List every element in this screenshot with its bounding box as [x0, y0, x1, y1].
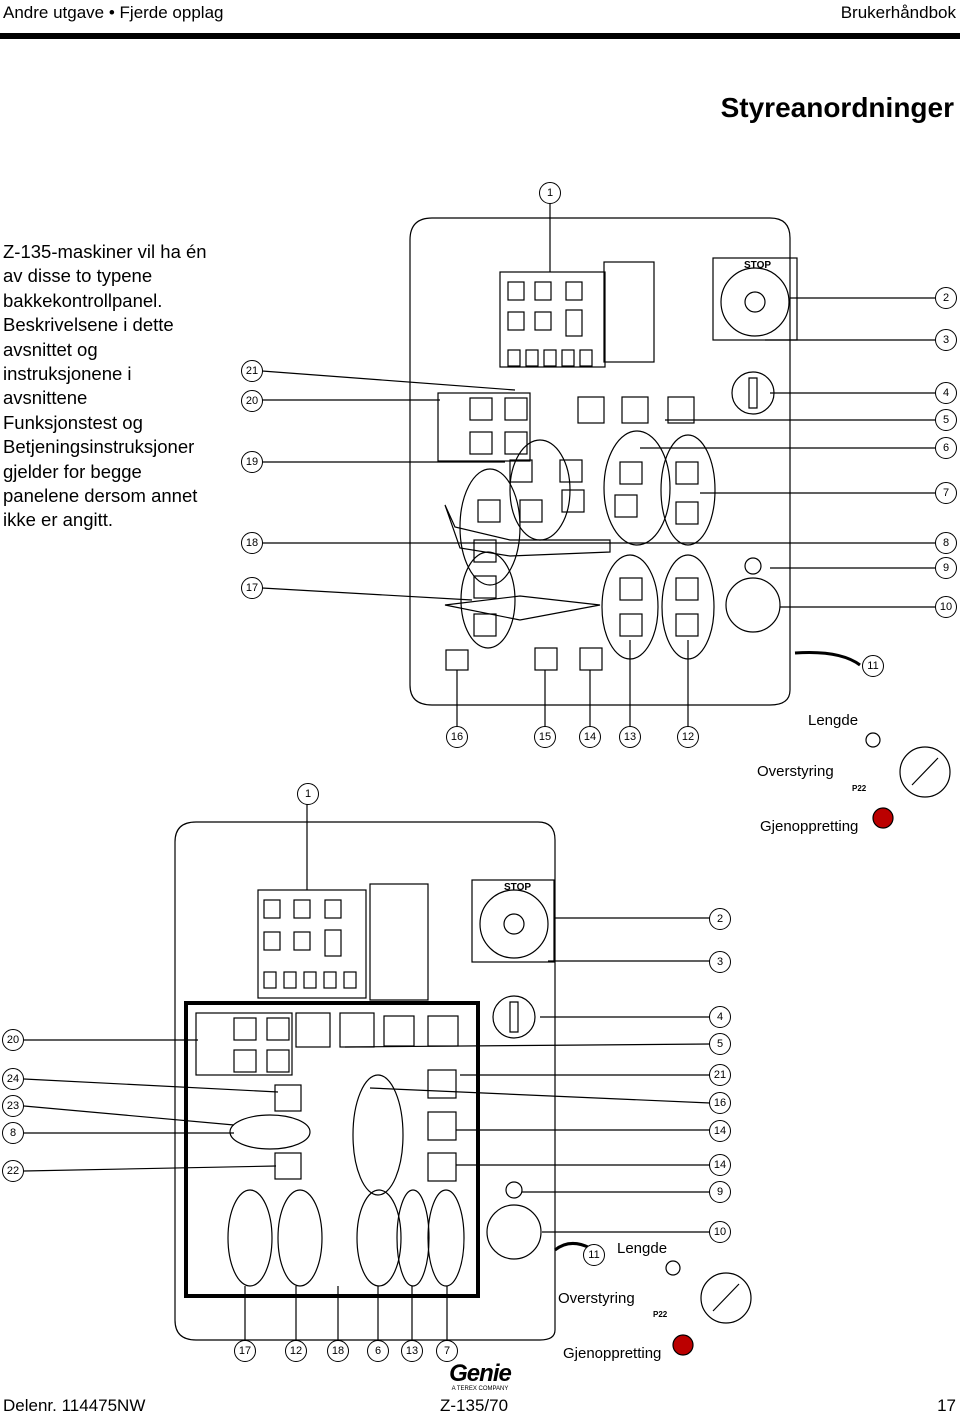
callout-top-9: 9 [935, 557, 957, 579]
bottom-indicator-box [257, 889, 367, 999]
footer-model: Z-135/70 [440, 1396, 509, 1415]
bottom-override-label: Overstyring [558, 1290, 635, 1307]
top-indicator-box [499, 271, 606, 368]
top-reset-label: Gjenoppretting [760, 818, 859, 835]
bottom-panel-outline [174, 821, 556, 1341]
callout-top-13: 13 [619, 726, 641, 748]
top-override-label: Overstyring [757, 763, 834, 780]
intro-line: Beskrivelsene i dette [3, 314, 174, 336]
callout-top-18: 18 [241, 532, 263, 554]
callout-top-10: 10 [935, 596, 957, 618]
header-right: Brukerhåndbok [840, 3, 956, 22]
callout-bottom-6: 6 [367, 1340, 389, 1362]
bottom-stop-button [479, 889, 549, 959]
intro-line: avsnittene [3, 387, 88, 409]
intro-line: avsnittet og [3, 338, 98, 360]
bottom-stop-label: STOP [504, 882, 532, 893]
callout-bottom-23: 23 [2, 1095, 24, 1117]
callout-bottom-7: 7 [436, 1340, 458, 1362]
callout-top-20: 20 [241, 390, 263, 412]
callout-bottom-17: 17 [234, 1340, 256, 1362]
intro-line: av disse to typene [3, 265, 153, 287]
callout-bottom-2: 2 [709, 908, 731, 930]
callout-bottom-4: 4 [709, 1006, 731, 1028]
callout-bottom-1: 1 [297, 783, 319, 805]
bottom-override-key [700, 1272, 752, 1324]
bottom-key-switch [492, 995, 536, 1039]
callout-bottom-16: 16 [709, 1092, 731, 1114]
bottom-length-label: Lengde [617, 1240, 668, 1257]
logo-brand: Genie [449, 1360, 512, 1387]
logo-tagline: A TEREX COMPANY [451, 1386, 509, 1392]
callout-top-3: 3 [935, 329, 957, 351]
bottom-reset-label: Gjenoppretting [563, 1345, 662, 1362]
footer-page-number: 17 [937, 1396, 956, 1415]
callout-top-5: 5 [935, 409, 957, 431]
callout-bottom-13: 13 [401, 1340, 423, 1362]
callout-bottom-9: 9 [709, 1181, 731, 1203]
intro-line: panelene dersom annet [3, 485, 198, 507]
intro-line: gjelder for begge [3, 460, 142, 482]
top-length-label: Lengde [808, 712, 859, 729]
callout-bottom-8: 8 [2, 1122, 24, 1144]
callout-top-16: 16 [446, 726, 468, 748]
header-left: Andre utgave • Fjerde opplag [3, 3, 224, 22]
intro-line: ikke er angitt. [3, 509, 114, 531]
callout-top-7: 7 [935, 482, 957, 504]
callout-top-12: 12 [677, 726, 699, 748]
callout-bottom-12: 12 [285, 1340, 307, 1362]
callout-top-4: 4 [935, 382, 957, 404]
top-stop-label: STOP [744, 260, 772, 271]
callout-bottom-10: 10 [709, 1221, 731, 1243]
callout-bottom-14b: 14 [709, 1154, 731, 1176]
bottom-override-code: P22 [653, 1310, 668, 1319]
intro-line: bakkekontrollpanel. [3, 289, 163, 311]
callout-bottom-20: 20 [2, 1029, 24, 1051]
top-override-code: P22 [852, 784, 867, 793]
callout-bottom-14a: 14 [709, 1120, 731, 1142]
top-stop-box [712, 257, 798, 341]
header-rule [0, 33, 960, 39]
genie-logo: Genie A TEREX COMPANY [440, 1362, 520, 1393]
callout-top-15: 15 [534, 726, 556, 748]
callout-bottom-22: 22 [2, 1160, 24, 1182]
callout-top-2: 2 [935, 287, 957, 309]
intro-paragraph: Z-135-maskiner vil ha én av disse to typ… [3, 240, 235, 533]
callout-top-21: 21 [241, 360, 263, 382]
bottom-control-frame [184, 1001, 480, 1298]
callout-bottom-18: 18 [327, 1340, 349, 1362]
callout-top-17: 17 [241, 577, 263, 599]
page-title: Styreanordninger [720, 92, 954, 123]
callout-top-8: 8 [935, 532, 957, 554]
top-stop-button [720, 267, 790, 337]
callout-top-6: 6 [935, 437, 957, 459]
footer-part-number: Delenr. 114475NW [3, 1396, 146, 1415]
callout-top-11: 11 [862, 655, 884, 677]
callout-bottom-21: 21 [709, 1064, 731, 1086]
callout-top-14: 14 [579, 726, 601, 748]
bottom-stop-box [471, 879, 555, 963]
callout-bottom-5: 5 [709, 1033, 731, 1055]
intro-line: Funksjonstest og [3, 411, 143, 433]
callout-bottom-3: 3 [709, 951, 731, 973]
top-oval [509, 439, 571, 541]
top-panel-outline [409, 217, 791, 706]
callout-top-1: 1 [539, 182, 561, 204]
callout-bottom-11: 11 [583, 1244, 605, 1266]
callout-top-19: 19 [241, 451, 263, 473]
callout-bottom-24: 24 [2, 1068, 24, 1090]
top-override-key [899, 746, 951, 798]
intro-line: Z-135-maskiner vil ha én [3, 241, 207, 262]
intro-line: instruksjonene i [3, 363, 132, 385]
intro-line: Betjeningsinstruksjoner [3, 436, 195, 458]
